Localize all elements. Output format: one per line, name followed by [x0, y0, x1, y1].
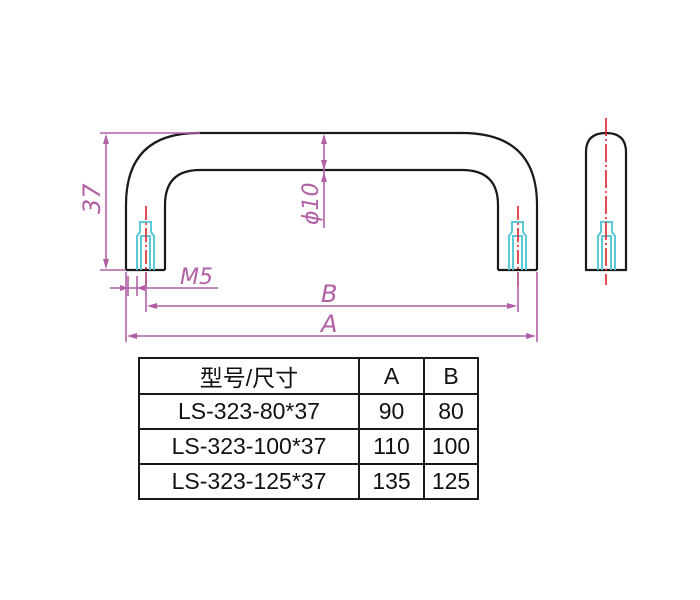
row-a-value: 90 — [358, 393, 425, 430]
dimension-arrowheads — [103, 134, 536, 339]
table-header-row: 型号/尺寸 A B — [138, 357, 479, 395]
table-row: LS-323-100*37 110 100 — [138, 428, 479, 465]
spec-table: 型号/尺寸 A B LS-323-80*37 90 80 LS-323-100*… — [138, 357, 479, 500]
dimension-lines — [100, 132, 538, 342]
header-a: A — [358, 357, 425, 395]
a-dimension-label: A — [319, 310, 337, 338]
row-b-value: 125 — [423, 463, 479, 500]
row-model: LS-323-125*37 — [138, 463, 360, 500]
header-b: B — [423, 357, 479, 395]
row-b-value: 80 — [423, 393, 479, 430]
row-model: LS-323-80*37 — [138, 393, 360, 430]
row-a-value: 135 — [358, 463, 425, 500]
b-dimension-label: B — [321, 280, 337, 308]
table-row: LS-323-80*37 90 80 — [138, 393, 479, 430]
handle-outer-profile — [124, 131, 539, 270]
header-model-size: 型号/尺寸 — [138, 357, 360, 395]
handle-front-view — [124, 131, 539, 272]
row-a-value: 110 — [358, 428, 425, 465]
diameter-dimension-label: ϕ10 — [299, 182, 324, 225]
row-model: LS-323-100*37 — [138, 428, 360, 465]
height-dimension-label: 37 — [78, 183, 106, 214]
thread-holes — [136, 221, 616, 270]
handle-inner-profile — [163, 168, 500, 270]
row-b-value: 100 — [423, 428, 479, 465]
handle-drawing: 37 ϕ10 M5 B A — [78, 118, 628, 342]
table-row: LS-323-125*37 135 125 — [138, 463, 479, 500]
thread-dimension-label: M5 — [180, 265, 213, 290]
